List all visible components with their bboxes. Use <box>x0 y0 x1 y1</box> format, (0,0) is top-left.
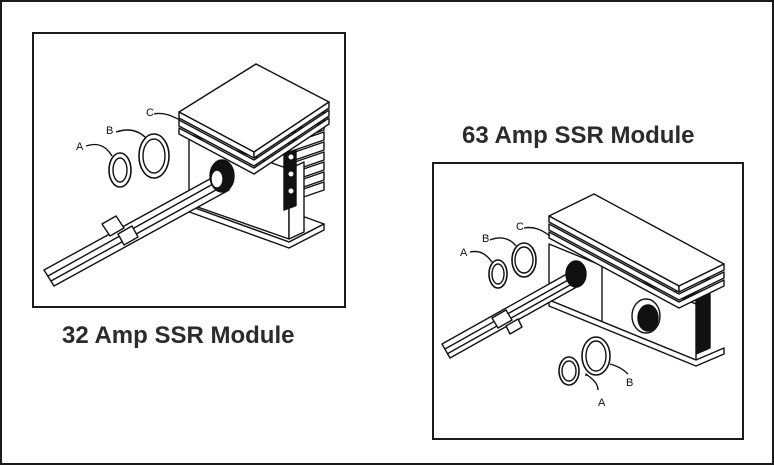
label-b-left: B <box>482 233 489 245</box>
diagram-32amp-panel: A B C <box>32 32 346 308</box>
label-a-right: A <box>598 397 606 409</box>
label-a: A <box>76 141 84 153</box>
label-c: C <box>146 107 154 119</box>
caption-32amp: 32 Amp SSR Module <box>62 322 295 349</box>
terminal-strip <box>283 148 297 211</box>
ssr-32amp-illustration: A B C <box>43 63 330 287</box>
diagram-63amp-panel: A B C A B <box>432 162 744 440</box>
terminal-strip <box>695 289 711 355</box>
label-b-right: B <box>626 377 633 389</box>
label-c: C <box>516 221 524 233</box>
cable <box>43 173 230 287</box>
label-b: B <box>106 125 113 137</box>
caption-63amp: 63 Amp SSR Module <box>462 122 695 149</box>
ssr-63amp-illustration: A B C A B <box>441 193 725 409</box>
label-a-left: A <box>460 247 468 259</box>
cable-gland <box>565 260 587 288</box>
